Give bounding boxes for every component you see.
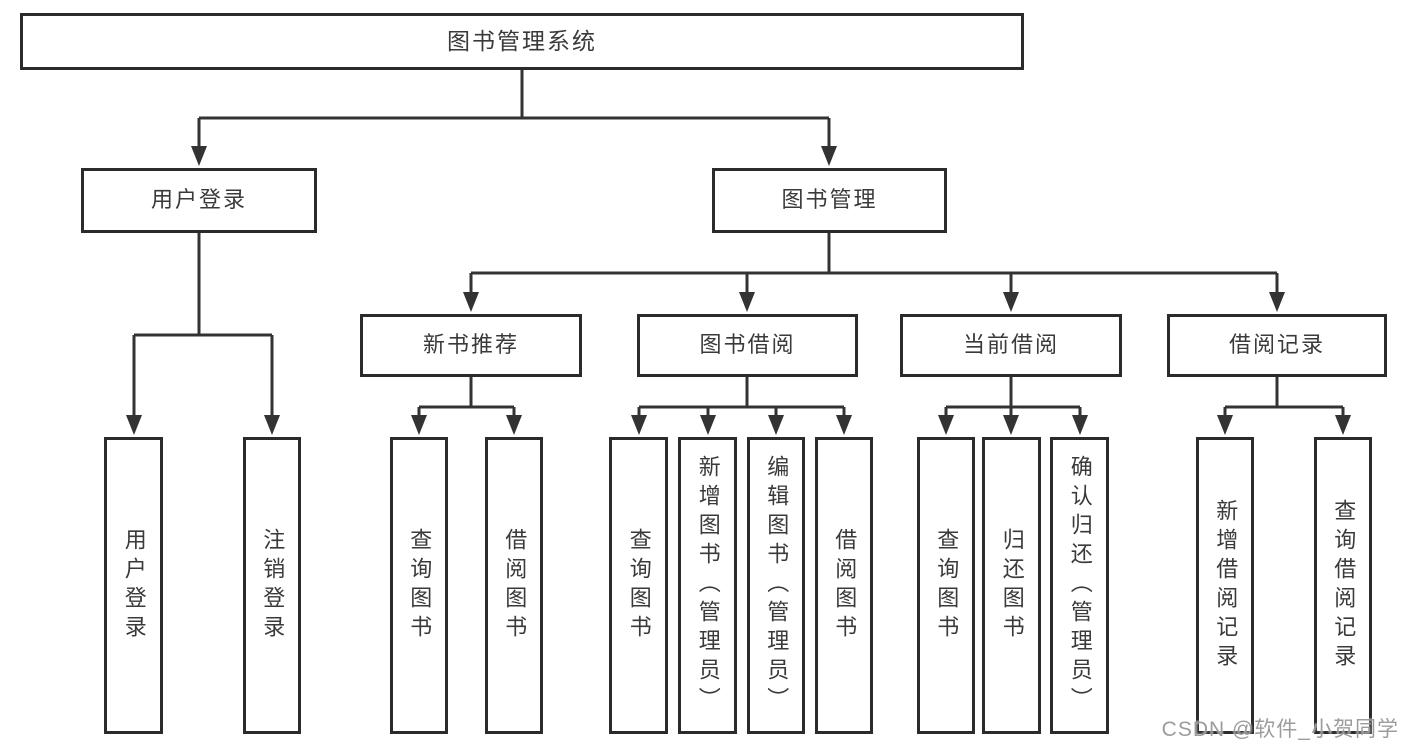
leaf-logout: 注销登录 xyxy=(243,437,301,734)
connector-new-book-recommend-to-leaves xyxy=(411,377,522,435)
node-borrow-records: 借阅记录 xyxy=(1167,314,1387,377)
leaf-borrow-borrow-book: 借阅图书 xyxy=(815,437,873,734)
leaf-current-return-book: 归还图书 xyxy=(982,437,1041,734)
leaf-current-confirm-return-admin: 确认归还（管理员） xyxy=(1050,437,1109,734)
leaf-records-add-borrow-record: 新增借阅记录 xyxy=(1196,437,1254,734)
connector-book-borrow-to-leaves xyxy=(631,377,852,435)
leaf-recommend-borrow-book: 借阅图书 xyxy=(485,437,543,734)
csdn-watermark: CSDN @软件_小贺同学 xyxy=(1161,718,1399,741)
connector-borrow-records-to-leaves xyxy=(1217,377,1351,435)
node-new-book-recommend: 新书推荐 xyxy=(360,314,582,377)
leaf-recommend-query-book: 查询图书 xyxy=(390,437,448,734)
leaf-borrow-add-book-admin: 新增图书（管理员） xyxy=(678,437,737,734)
node-root-library-management-system: 图书管理系统 xyxy=(20,13,1024,70)
leaf-user-login: 用户登录 xyxy=(104,437,163,734)
node-user-login: 用户登录 xyxy=(81,168,317,233)
leaf-borrow-query-book: 查询图书 xyxy=(609,437,668,734)
connector-root-to-level2 xyxy=(191,70,837,166)
connector-current-borrow-to-leaves xyxy=(938,377,1088,435)
connector-user-login-to-leaves xyxy=(126,233,280,435)
node-book-management: 图书管理 xyxy=(712,168,947,233)
node-current-borrow: 当前借阅 xyxy=(900,314,1122,377)
leaf-borrow-edit-book-admin: 编辑图书（管理员） xyxy=(747,437,805,734)
connector-book-management-to-level3 xyxy=(463,233,1285,312)
node-book-borrow: 图书借阅 xyxy=(637,314,858,377)
leaf-records-query-borrow-record: 查询借阅记录 xyxy=(1314,437,1372,734)
leaf-current-query-book: 查询图书 xyxy=(917,437,975,734)
